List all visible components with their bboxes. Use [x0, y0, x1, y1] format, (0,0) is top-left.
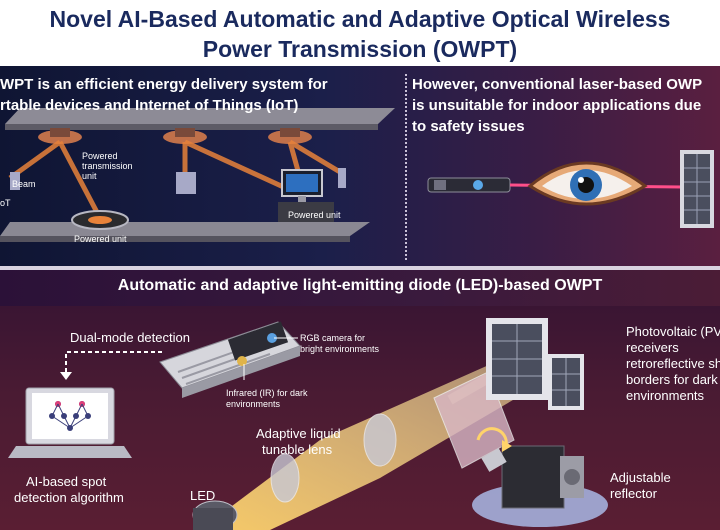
label-reflector-2: reflector — [610, 486, 657, 501]
label-rgb-1: RGB camera for — [300, 333, 366, 343]
label-powered-unit-right: Powered unit — [288, 210, 341, 220]
label-iot: oT — [0, 198, 11, 208]
powered-disc-core — [88, 216, 112, 224]
title-line-1: Novel AI-Based Automatic and Adaptive Op… — [49, 6, 671, 32]
label-pv-4: borders for dark — [626, 372, 718, 387]
label-pv-1: Photovoltaic (PV — [626, 324, 720, 339]
label-lens-1: Adaptive liquid — [256, 426, 341, 441]
label-powered-transmission-3: unit — [82, 171, 97, 181]
top-left-heading-2: rtable devices and Internet of Things (I… — [0, 97, 299, 114]
led-icon — [192, 500, 238, 530]
top-right-heading-2: is unsuitable for indoor applications du… — [412, 97, 702, 114]
label-ai-2: detection algorithm — [14, 490, 124, 505]
label-powered-transmission-2: transmission — [82, 161, 133, 171]
lens-2 — [363, 413, 397, 467]
label-ir-1: Infrared (IR) for dark — [226, 388, 308, 398]
pv-panel-small — [548, 354, 584, 410]
label-powered-unit-bottom: Powered unit — [74, 234, 127, 244]
top-right-heading-3: to safety issues — [412, 118, 525, 135]
label-ir-2: environments — [226, 399, 281, 409]
lens-1 — [270, 453, 300, 503]
detection-arrow — [65, 351, 162, 374]
rotation-arrowhead — [502, 440, 512, 452]
camera-device — [159, 321, 301, 398]
label-beam: Beam — [12, 179, 36, 189]
label-pv-3: retroreflective sh — [626, 356, 720, 371]
rotation-arrow — [476, 427, 508, 447]
laptop-icon — [8, 387, 132, 458]
computer-icon — [278, 168, 346, 222]
receiver-box — [176, 172, 196, 194]
label-pv-2: receivers — [626, 340, 679, 355]
bottom-panel — [0, 306, 720, 530]
pv-panel-large — [486, 318, 548, 400]
section-title: Automatic and adaptive light-emitting di… — [117, 277, 603, 294]
label-reflector-1: Adjustable — [610, 470, 671, 485]
title-line-2: Power Transmission (OWPT) — [202, 36, 518, 62]
top-right-heading-1: However, conventional laser-based OWP — [412, 76, 703, 93]
transmitter-units — [38, 128, 312, 144]
label-ai-1: AI-based spot — [26, 474, 107, 489]
section-band — [0, 270, 720, 306]
top-illustrations — [0, 108, 714, 242]
label-dual-mode: Dual-mode detection — [70, 330, 190, 345]
title-area: Novel AI-Based Automatic and Adaptive Op… — [0, 0, 720, 66]
label-powered-transmission-1: Powered — [82, 151, 118, 161]
ceiling-rail — [5, 108, 395, 124]
label-led: LED — [190, 488, 216, 503]
top-left-heading-1: WPT is an efficient energy delivery syst… — [0, 76, 328, 93]
section-separator — [0, 266, 720, 270]
label-rgb-2: bright environments — [300, 344, 380, 354]
panel-divider — [405, 74, 408, 260]
table-edge — [0, 236, 350, 242]
detection-arrowhead — [60, 372, 72, 380]
eye-icon — [527, 161, 648, 206]
solar-panel-top — [680, 150, 714, 228]
label-pv-5: environments — [626, 388, 705, 403]
label-lens-2: tunable lens — [262, 442, 333, 457]
motor-icon — [481, 445, 584, 509]
iot-box — [10, 172, 20, 190]
